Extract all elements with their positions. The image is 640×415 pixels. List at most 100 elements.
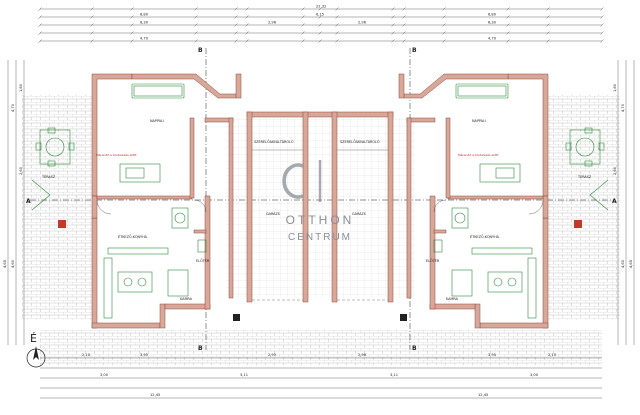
dim-bottom-2d: 3,00 xyxy=(530,373,539,377)
room-szerelo-right: SZERELŐAKNA-TÁROLÓ xyxy=(340,139,380,144)
dim-top-row1-mid: 6,15 xyxy=(316,13,324,17)
dimension-tick xyxy=(301,31,305,35)
dimension-tick xyxy=(546,7,550,11)
dimension-tick xyxy=(335,31,339,35)
dim-bottom-overall-right: 12,45 xyxy=(478,393,488,397)
note-left: Mérendő a kivitelezés előtt xyxy=(96,153,137,157)
dimension-tick xyxy=(234,7,238,11)
dim-top-overall: 22,32 xyxy=(316,5,326,9)
dim-left-5: 4,65 xyxy=(3,260,7,268)
dimension-tick xyxy=(301,23,305,27)
room-terasz-right: TERASZ xyxy=(577,175,592,179)
garage-details xyxy=(252,149,388,301)
dim-top-row2-c: 2,96 xyxy=(358,21,367,25)
dim-bottom-1e: 3,95 xyxy=(488,353,496,357)
dimension-tick xyxy=(506,31,510,35)
dimension-tick xyxy=(130,23,134,27)
watermark-line2: CENTRUM xyxy=(288,232,352,243)
dimension-tick xyxy=(391,7,395,11)
dimension-tick xyxy=(130,7,134,11)
room-garazs-right: GARÁZS xyxy=(352,211,366,216)
room-etkezo-right: ÉTKEZŐ-KONYHA xyxy=(470,234,500,239)
north-arrow xyxy=(26,346,46,368)
room-szerelo-left: SZERELŐAKNA-TÁROLÓ xyxy=(254,139,294,144)
dim-bottom-2c: 3,11 xyxy=(390,373,398,377)
side-dimension-chains xyxy=(7,60,635,345)
dimension-tick xyxy=(90,39,94,43)
left-furniture xyxy=(31,83,207,319)
dimension-tick xyxy=(245,31,249,35)
room-eloter-right: ELŐTÉR xyxy=(426,258,440,263)
section-b-top-right: B xyxy=(412,47,417,54)
dimension-tick xyxy=(318,31,322,35)
dim-right-3: 2,60 xyxy=(613,166,617,175)
room-kamra-right: KAMRA xyxy=(446,297,459,301)
dim-left-2: 1,80 xyxy=(19,83,23,92)
dimension-tick xyxy=(90,23,94,27)
room-kamra-left: KAMRA xyxy=(180,297,193,301)
dimension-tick xyxy=(391,23,395,27)
dim-top-row1-right: 6,80 xyxy=(488,13,497,17)
dimension-tick xyxy=(90,7,94,11)
garage-walls xyxy=(246,111,394,303)
dim-top-row2-b: 2,96 xyxy=(268,21,277,25)
dim-right-2: 1,80 xyxy=(613,83,617,92)
dimension-tick xyxy=(194,39,198,43)
dimension-tick xyxy=(391,39,395,43)
dimension-tick xyxy=(234,15,238,19)
door-swings xyxy=(96,199,544,215)
section-b-top-left: B xyxy=(198,47,203,54)
dimension-tick xyxy=(546,15,550,19)
dimension-tick xyxy=(402,23,406,27)
dim-right-5: 4,65 xyxy=(629,260,633,268)
dim-bottom-1d: 2,96 xyxy=(358,353,367,357)
section-b-bottom-right: B xyxy=(412,345,417,352)
dimension-tick xyxy=(546,39,550,43)
dimension-tick xyxy=(506,15,510,19)
dim-top-row2-d: 6,30 xyxy=(488,21,497,25)
dimension-tick xyxy=(318,39,322,43)
dimension-tick xyxy=(402,39,406,43)
dimension-tick xyxy=(130,15,134,19)
dimension-tick xyxy=(301,15,305,19)
dimension-tick xyxy=(318,23,322,27)
dimension-tick xyxy=(506,7,510,11)
dim-right-4: 4,60 xyxy=(621,259,625,268)
dimension-tick xyxy=(90,15,94,19)
dimension-tick xyxy=(335,39,339,43)
room-eloter-left: ELŐTÉR xyxy=(196,258,210,263)
dim-top-row3-right: 4,70 xyxy=(488,37,497,41)
dimension-tick xyxy=(442,15,446,19)
section-a-right: A xyxy=(612,198,617,205)
dimension-tick xyxy=(506,39,510,43)
dim-top-row1-left: 6,80 xyxy=(140,13,149,17)
dimension-tick xyxy=(402,15,406,19)
left-unit-walls xyxy=(91,73,242,329)
dimension-tick xyxy=(318,15,322,19)
room-etkezo-left: ÉTKEZŐ-KONYHA xyxy=(118,234,148,239)
room-nappali-left: NAPPALI xyxy=(150,119,164,123)
dimension-tick xyxy=(442,7,446,11)
dimension-tick xyxy=(234,23,238,27)
section-a-left: A xyxy=(26,198,31,205)
dim-top-row2-a: 6,30 xyxy=(140,21,149,25)
north-label: É xyxy=(30,332,37,345)
dimension-tick xyxy=(245,15,249,19)
dim-left-4: 4,60 xyxy=(11,259,15,268)
dimension-tick xyxy=(442,31,446,35)
dimension-tick xyxy=(234,39,238,43)
dimension-tick xyxy=(402,31,406,35)
dimension-tick xyxy=(38,31,42,35)
dimension-tick xyxy=(234,31,238,35)
dimension-tick xyxy=(391,15,395,19)
dim-bottom-1b: 3,95 xyxy=(140,353,148,357)
dimension-tick xyxy=(38,7,42,11)
dimension-tick xyxy=(335,23,339,27)
dimension-tick xyxy=(442,23,446,27)
otthon-centrum-logo xyxy=(282,160,322,202)
dimension-tick xyxy=(442,39,446,43)
dimension-tick xyxy=(546,23,550,27)
misc-marks xyxy=(58,220,582,321)
dimension-tick xyxy=(546,31,550,35)
note-right: Mérendő a kivitelezés előtt xyxy=(458,153,499,157)
